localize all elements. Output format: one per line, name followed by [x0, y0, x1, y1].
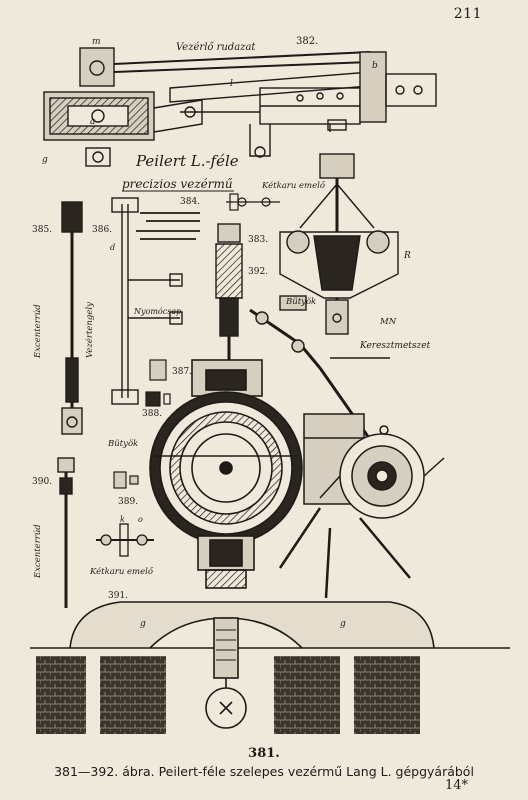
steering-shaft-386 — [111, 197, 183, 405]
figure-number-392: 392. — [248, 267, 268, 277]
foundation-center-left — [100, 656, 166, 734]
figure-caption: 381—392. ábra. Peilert-féle szelepes vez… — [54, 764, 474, 779]
letter-MN: MN — [379, 317, 397, 327]
detail-389 — [113, 471, 139, 489]
figure-number-389: 389. — [118, 497, 138, 507]
label-lever-top: Kétkaru emelő — [261, 180, 326, 191]
eccentric-disc — [303, 413, 445, 519]
angle-lever-detail — [96, 523, 154, 557]
valve-gear-drawing: Vezérlő rudazat 382. m g l a b Peilert L… — [30, 36, 510, 734]
foundation-center-right — [274, 656, 340, 734]
eccentric-rod-385 — [61, 201, 83, 435]
engine-frame — [30, 601, 510, 729]
signature-mark: 14* — [444, 778, 468, 793]
valve-spindle — [215, 223, 243, 372]
foundation-right — [354, 656, 420, 734]
label-angle-lever: Kétkaru emelő — [89, 566, 154, 577]
figure-number-384: 384. — [180, 197, 200, 207]
letter-d: d — [110, 243, 115, 252]
letter-m: m — [92, 37, 101, 47]
page-number: 211 — [453, 6, 482, 22]
letter-g-base: g — [140, 619, 146, 629]
label-cam: Bütyök — [285, 297, 316, 307]
letter-l: l — [230, 79, 233, 89]
figure-title-line1: Peilert L.-féle — [135, 152, 239, 170]
foundation-left — [36, 656, 86, 734]
governor-assembly — [279, 153, 399, 335]
figure-number-387: 387. — [172, 367, 192, 377]
label-eccentric-rod-390: Excenterrúd — [32, 524, 43, 579]
letter-g-base-right: g — [340, 619, 346, 629]
label-cross-section: Keresztmetszet — [359, 341, 431, 351]
letter-a: a — [90, 117, 95, 127]
engineering-plate: Vezérlő rudazat 382. m g l a b Peilert L… — [30, 28, 510, 740]
plate-number: 381. — [248, 746, 280, 761]
eccentric-rod-390 — [57, 457, 75, 608]
top-elevation-382 — [43, 47, 437, 167]
figure-number-388: 388. — [142, 409, 162, 419]
label-small-cam: Bütyök — [107, 439, 138, 449]
letter-k: k — [120, 515, 125, 524]
figure-number-382: 382. — [296, 36, 318, 47]
figure-number-383: 383. — [248, 235, 268, 245]
drive-rods — [278, 507, 411, 599]
figure-number-390: 390. — [32, 477, 52, 487]
main-cylinder — [149, 359, 303, 589]
figure-number-386: 386. — [92, 225, 112, 235]
figure-title-line2: precizios vezérmű — [122, 177, 233, 191]
letter-b: b — [372, 61, 378, 71]
letter-o: o — [138, 515, 143, 524]
figure-number-385: 385. — [32, 225, 52, 235]
figure-384-notes — [136, 212, 200, 240]
small-lever-detail — [226, 193, 280, 211]
label-nipple: Nyomócsap — [133, 307, 181, 316]
label-eccentric-rod-385: Excenterrúd — [32, 304, 43, 359]
letter-g: g — [42, 155, 48, 165]
figure-number-391: 391. — [108, 591, 128, 601]
label-steering-shaft: Vezértengely — [84, 302, 95, 358]
detail-387-388 — [145, 359, 171, 407]
label-top-section: Vezérlő rudazat — [176, 42, 256, 53]
letter-R: R — [403, 251, 411, 261]
